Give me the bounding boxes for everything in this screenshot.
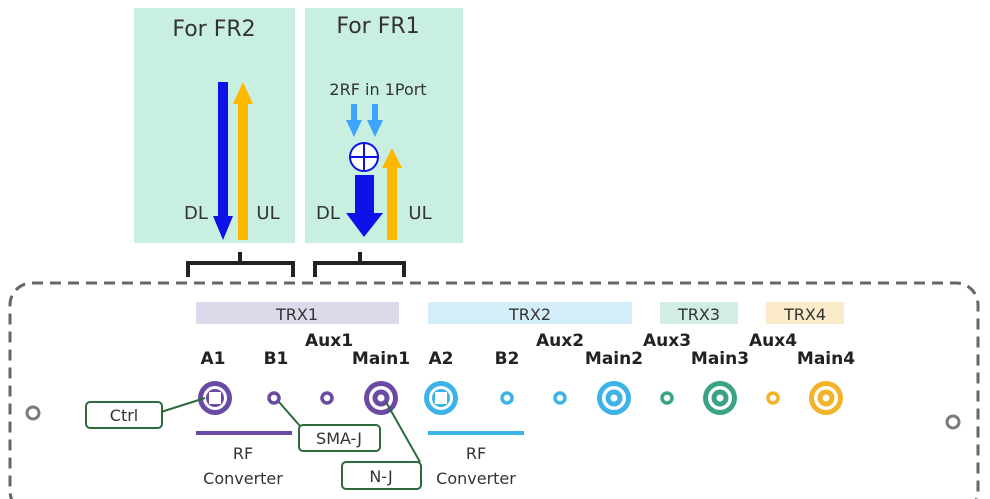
rf-converter-left-line2: Converter — [203, 469, 283, 488]
fr2-uplink-arrow — [233, 82, 253, 240]
rf-converter-underline-right — [428, 431, 524, 435]
fr1-subtitle: 2RF in 1Port — [329, 80, 426, 99]
port-label-main2: Main2 — [585, 349, 643, 369]
port-b2-connector[interactable] — [500, 391, 514, 405]
port-label-aux3: Aux3 — [643, 331, 691, 351]
port-main4-connector[interactable] — [809, 381, 843, 415]
fr2-panel-background — [134, 8, 295, 243]
port-main2-connector[interactable] — [597, 381, 631, 415]
trx2-band: TRX2 — [428, 302, 632, 324]
fr2-ul-label: UL — [256, 203, 279, 224]
port-aux1-connector[interactable] — [320, 391, 334, 405]
fr1-input-arrows — [346, 104, 383, 137]
fr2-title: For FR2 — [172, 17, 255, 42]
nj-callout-label: N-J — [369, 467, 392, 486]
trx4-label: TRX4 — [783, 305, 826, 324]
port-a2-connector[interactable] — [424, 381, 458, 415]
fr1-dl-label: DL — [316, 203, 340, 224]
fr1-bracket — [313, 252, 406, 277]
fr1-ul-label: UL — [408, 203, 431, 224]
port-aux2-connector[interactable] — [553, 391, 567, 405]
fr1-uplink-arrow — [382, 148, 402, 240]
fr2-dl-label: DL — [184, 203, 208, 224]
nj-callout: N-J — [341, 401, 422, 490]
trx3-band: TRX3 — [660, 302, 738, 324]
rf-converter-left-line1: RF — [233, 444, 253, 463]
fr2-panel: For FR2 DL UL — [134, 8, 295, 243]
trx1-label: TRX1 — [275, 305, 318, 324]
rf-converter-underline-left — [196, 431, 292, 435]
fr1-panel-background — [305, 8, 463, 243]
port-aux4-connector[interactable] — [766, 391, 780, 405]
trx1-band: TRX1 — [196, 302, 399, 324]
port-label-aux1: Aux1 — [305, 331, 353, 351]
ctrl-callout: Ctrl — [85, 397, 206, 429]
mounting-screw-left-icon — [25, 405, 41, 421]
port-b1-connector[interactable] — [267, 391, 281, 405]
rf-converter-right-line2: Converter — [436, 469, 516, 488]
port-aux3-connector[interactable] — [660, 391, 674, 405]
fr1-downlink-arrow — [346, 175, 383, 237]
port-label-a1: A1 — [201, 349, 226, 369]
trx4-band: TRX4 — [766, 302, 844, 324]
fr1-panel: For FR1 2RF in 1Port DL UL — [305, 8, 463, 243]
ctrl-callout-label: Ctrl — [110, 406, 138, 425]
sma-callout-label: SMA-J — [316, 429, 362, 448]
port-label-aux4: Aux4 — [749, 331, 797, 351]
equipment-panel-outline — [8, 281, 980, 499]
port-main3-connector[interactable] — [703, 381, 737, 415]
port-label-main1: Main1 — [352, 349, 410, 369]
trx3-label: TRX3 — [677, 305, 720, 324]
port-main1-connector[interactable] — [364, 381, 398, 415]
port-label-main4: Main4 — [797, 349, 855, 369]
fr2-bracket — [186, 252, 295, 277]
port-label-main3: Main3 — [691, 349, 749, 369]
combiner-icon — [349, 142, 379, 172]
fr1-title: For FR1 — [336, 14, 419, 39]
port-label-aux2: Aux2 — [536, 331, 584, 351]
sma-callout: SMA-J — [278, 401, 381, 452]
port-label-b1: B1 — [264, 349, 289, 369]
port-label-b2: B2 — [495, 349, 520, 369]
port-label-a2: A2 — [429, 349, 454, 369]
trx2-label: TRX2 — [508, 305, 551, 324]
fr2-downlink-arrow — [213, 82, 233, 240]
mounting-screw-right-icon — [945, 414, 961, 430]
port-a1-ctrl-connector[interactable] — [198, 381, 232, 415]
rf-converter-right-line1: RF — [466, 444, 486, 463]
